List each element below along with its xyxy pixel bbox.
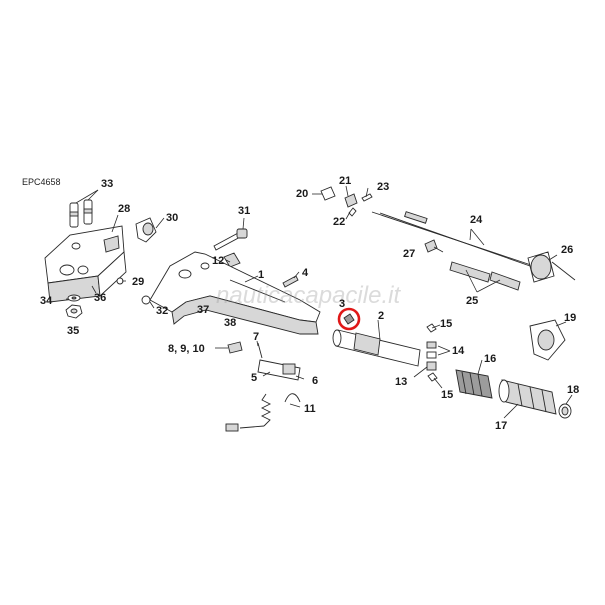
callout-8-10: 8, 9, 10 — [168, 343, 205, 355]
callout-22: 22 — [333, 216, 346, 228]
callout-4: 4 — [302, 267, 309, 279]
callout-30: 30 — [166, 212, 179, 224]
part-18-ring — [558, 403, 572, 419]
callout-25: 25 — [466, 295, 479, 307]
callout-32: 32 — [156, 305, 169, 317]
part-21-clip — [344, 193, 358, 208]
part-11-lanyard — [225, 393, 301, 432]
watermark: nauticacapacile.it — [216, 282, 401, 309]
callout-28: 28 — [118, 203, 131, 215]
callout-21: 21 — [339, 175, 352, 187]
callout-35: 35 — [67, 325, 80, 337]
part-25-tubes — [449, 261, 521, 291]
callout-13: 13 — [395, 376, 408, 388]
part-27-bushing — [424, 239, 438, 253]
part-20-fitting — [320, 186, 336, 201]
part-2-shaft — [332, 329, 421, 367]
callout-38: 38 — [224, 317, 237, 329]
callout-19: 19 — [564, 312, 577, 324]
part-13-cap — [426, 361, 437, 371]
part-4-pin — [282, 275, 299, 288]
callout-36: 36 — [94, 292, 107, 304]
callout-33: 33 — [101, 178, 114, 190]
callout-31: 31 — [238, 205, 251, 217]
callout-15-bottom: 15 — [441, 389, 454, 401]
callout-11: 11 — [304, 403, 316, 415]
part-19-collar — [529, 319, 566, 361]
part-3-pin — [343, 313, 355, 325]
callout-5: 5 — [251, 372, 258, 384]
part-1-tiller-arm — [149, 251, 321, 335]
callout-29: 29 — [132, 276, 145, 288]
callout-27: 27 — [403, 248, 416, 260]
part-31-bolt — [213, 228, 248, 251]
part-15-top-screw — [426, 323, 437, 333]
highlight-ring — [337, 307, 361, 331]
part-22-screw — [348, 207, 357, 217]
callout-37: 37 — [197, 304, 210, 316]
callout-6: 6 — [312, 375, 319, 387]
part-8-10-set — [227, 341, 243, 354]
part-28-bracket — [44, 225, 127, 303]
part-32-washer — [141, 295, 151, 305]
callout-34: 34 — [40, 295, 53, 307]
callout-16: 16 — [484, 353, 497, 365]
callout-26: 26 — [561, 244, 574, 256]
part-6-switch — [257, 359, 301, 381]
part-7-screw — [257, 342, 263, 359]
part-26-throttle-housing — [527, 251, 576, 283]
part-33-pins — [69, 199, 93, 228]
callout-24: 24 — [470, 214, 483, 226]
part-35-nut — [65, 304, 83, 319]
callout-23: 23 — [377, 181, 390, 193]
part-14-stack — [426, 341, 437, 359]
part-34-washer — [67, 294, 81, 302]
callout-2: 2 — [378, 310, 385, 322]
part-30-bushing — [135, 217, 157, 243]
part-24-cable — [371, 211, 541, 269]
part-23-screw — [361, 193, 373, 202]
callout-14: 14 — [452, 345, 465, 357]
callout-17: 17 — [495, 420, 508, 432]
diagram-code: EPC4658 — [22, 177, 61, 187]
callout-15-top: 15 — [440, 318, 453, 330]
part-12-plate — [223, 252, 241, 268]
callout-20: 20 — [296, 188, 309, 200]
callout-12: 12 — [212, 255, 225, 267]
part-17-grip — [498, 379, 557, 415]
callout-18: 18 — [567, 384, 580, 396]
callout-3: 3 — [339, 298, 346, 310]
callout-7: 7 — [253, 331, 260, 343]
leader-lines — [66, 185, 573, 419]
callout-1: 1 — [258, 269, 265, 281]
part-16-grip-sleeve — [455, 369, 493, 399]
